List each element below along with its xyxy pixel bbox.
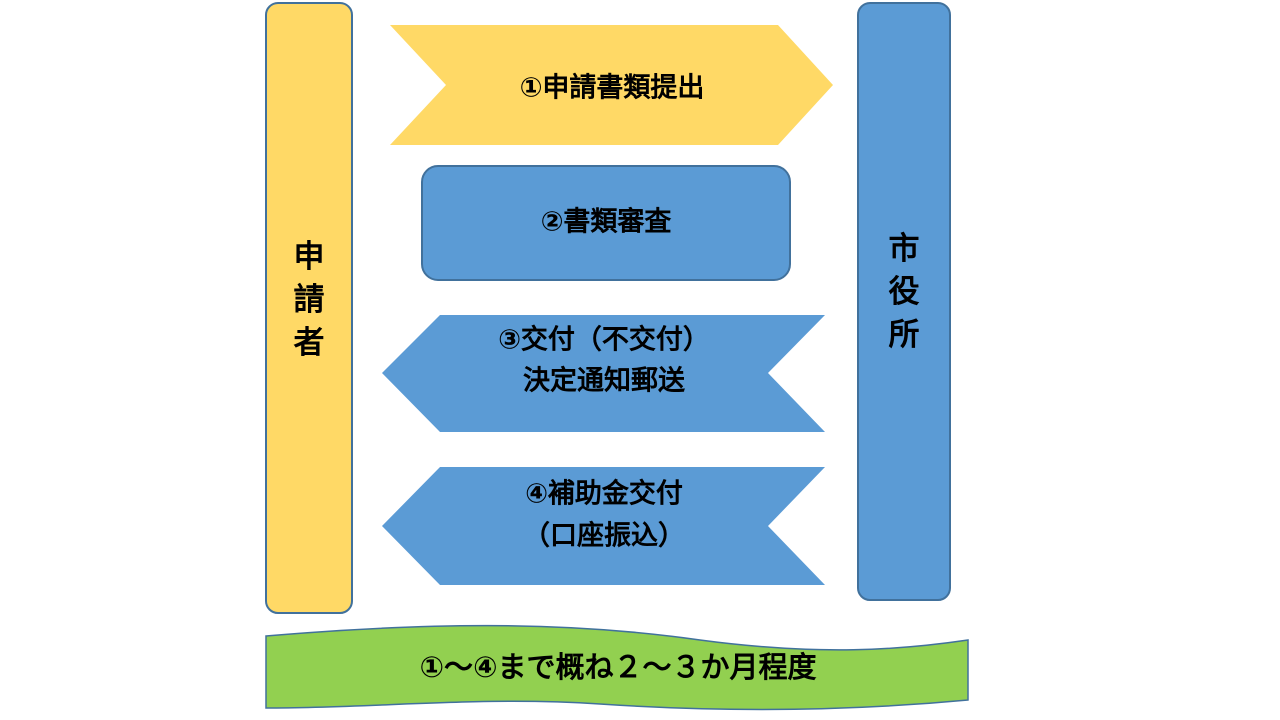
city-office-char-1: 市 (888, 231, 920, 267)
applicant-char-3: 者 (293, 325, 325, 361)
city-office-label: 市 役 所 (883, 228, 925, 357)
step-1-label: ①申請書類提出 (520, 72, 705, 104)
city-office-char-2: 役 (888, 274, 920, 310)
step-4-arrow (382, 467, 825, 585)
step-1-arrow (390, 25, 833, 145)
applicant-char-2: 請 (293, 282, 325, 318)
applicant-label: 申 請 者 (288, 236, 330, 365)
applicant-column (265, 2, 353, 614)
step-3-label-line-1: ③交付（不交付） (498, 324, 710, 356)
duration-label: ①～④まで概ね２～３か月程度 (419, 650, 816, 684)
step-4-label-line-2: （口座振込） (523, 520, 685, 552)
step-4-label-line-1: ④補助金交付 (525, 478, 683, 510)
step-3-label-line-2: 決定通知郵送 (523, 365, 685, 397)
step-2-label: ②書類審査 (541, 207, 672, 238)
duration-banner (265, 624, 969, 711)
city-office-char-3: 所 (888, 317, 920, 353)
step-3-arrow (382, 315, 825, 432)
step-2-box (421, 165, 791, 281)
applicant-char-1: 申 (293, 239, 325, 275)
city-office-column (857, 2, 951, 601)
